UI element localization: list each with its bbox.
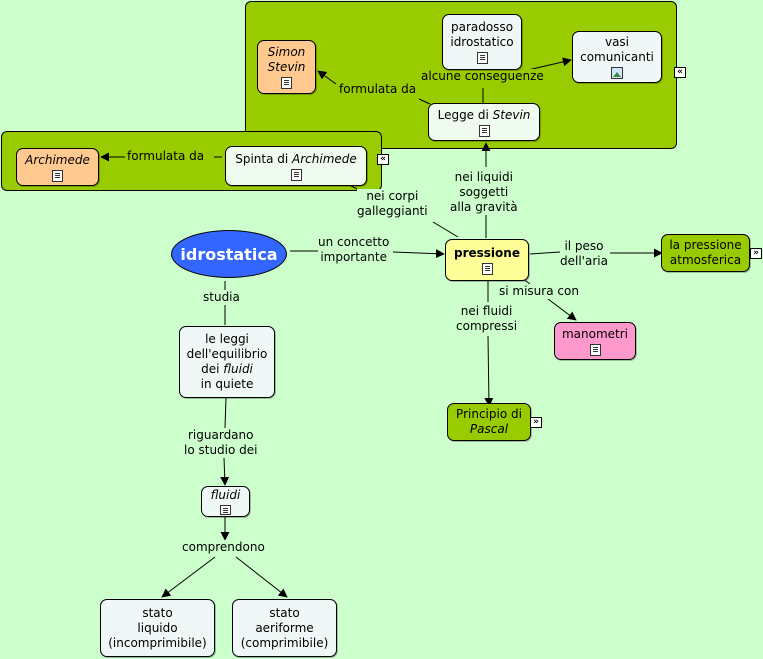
node-stato-liquido[interactable]: stato liquido (incomprimibile) xyxy=(100,599,215,657)
link-studia: studia xyxy=(203,290,240,305)
node-paradosso-idrostatico[interactable]: paradosso idrostatico xyxy=(442,14,522,70)
node-spinta-di-archimede[interactable]: Spinta di Archimede xyxy=(225,146,367,186)
document-icon[interactable] xyxy=(478,124,490,137)
node-fluidi[interactable]: fluidi xyxy=(201,486,250,517)
node-pressione[interactable]: pressione xyxy=(445,239,529,281)
node-stato-aeriforme[interactable]: stato aeriforme (comprimibile) xyxy=(232,599,337,657)
link-alcune-conseguenze: alcune conseguenze xyxy=(421,69,544,84)
node-simon-stevin[interactable]: Simon Stevin xyxy=(257,40,316,94)
node-manometri[interactable]: manometri xyxy=(554,322,636,360)
node-idrostatica[interactable]: idrostatica xyxy=(171,230,287,278)
document-icon[interactable] xyxy=(589,343,601,356)
node-le-leggi[interactable]: le leggi dell'equilibrio dei fluidi in q… xyxy=(179,326,275,398)
node-legge-di-stevin[interactable]: Legge di Stevin xyxy=(428,103,540,141)
document-icon[interactable] xyxy=(481,262,493,275)
node-vasi-comunicanti[interactable]: vasi comunicanti xyxy=(572,31,662,83)
link-si-misura-con: si misura con xyxy=(499,284,579,299)
document-icon[interactable] xyxy=(281,77,292,89)
document-icon[interactable] xyxy=(476,52,488,64)
image-icon[interactable] xyxy=(611,67,623,79)
link-comprendono: comprendono xyxy=(182,540,265,555)
expand-icon[interactable]: » xyxy=(530,417,542,428)
document-icon[interactable] xyxy=(220,505,231,515)
node-principio-di-pascal[interactable]: Principio di Pascal xyxy=(447,403,531,441)
document-icon[interactable] xyxy=(290,168,302,181)
expand-icon[interactable]: « xyxy=(674,67,686,78)
link-formulata-da-stevin: formulata da xyxy=(339,82,417,97)
node-archimede[interactable]: Archimede xyxy=(16,148,99,186)
expand-icon[interactable]: « xyxy=(377,154,389,165)
document-icon[interactable] xyxy=(52,169,63,182)
expand-icon[interactable]: » xyxy=(750,248,762,259)
link-formulata-da-archimede: formulata da xyxy=(127,149,205,164)
node-pressione-atmosferica[interactable]: la pressione atmosferica xyxy=(661,234,750,272)
